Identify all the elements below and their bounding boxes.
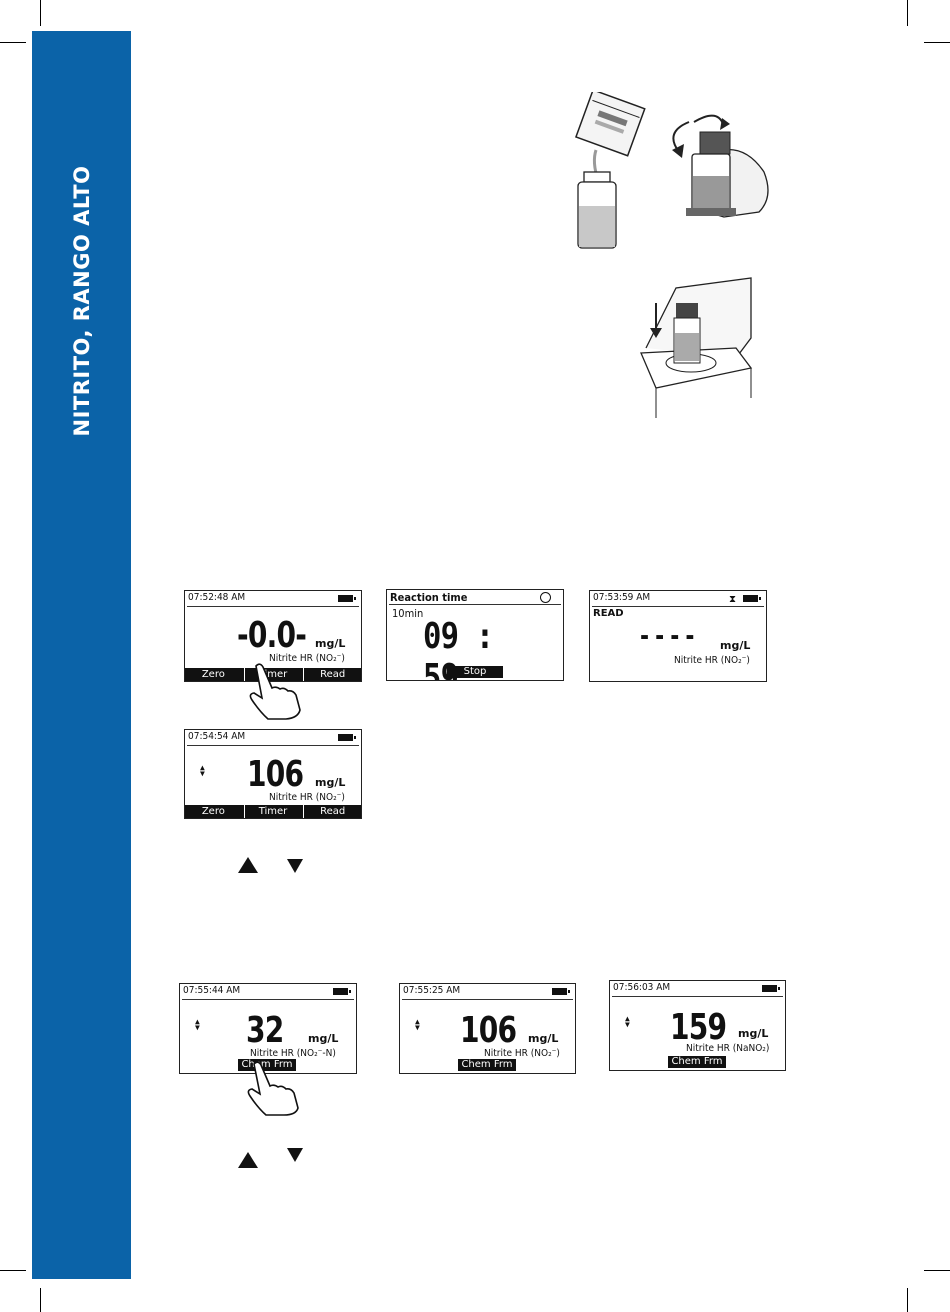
zero-key[interactable]: Zero: [185, 805, 242, 818]
battery-icon: [333, 988, 351, 995]
reading-value: - - - -: [640, 619, 694, 652]
battery-icon: [338, 734, 356, 741]
crop-mark: [907, 0, 908, 26]
reading-unit: mg/L: [738, 1027, 769, 1040]
timer-key[interactable]: Timer: [243, 805, 302, 818]
reading-unit: mg/L: [528, 1032, 559, 1045]
meter-screen-reading: 07:53:59 AM ⧗ READ - - - - mg/L Nitrite …: [589, 590, 767, 682]
reading-value: 106: [247, 754, 304, 795]
side-tab: NITRITO, RANGO ALTO: [32, 31, 131, 1279]
crop-mark: [907, 1288, 908, 1312]
reading-unit: mg/L: [720, 639, 751, 652]
side-tab-title: NITRITO, RANGO ALTO: [69, 165, 94, 437]
down-arrow-icon: [287, 1148, 303, 1162]
parameter-label: Nitrite HR (NO₂⁻): [674, 655, 750, 666]
read-key[interactable]: Read: [303, 805, 361, 818]
reading-unit: mg/L: [308, 1032, 339, 1045]
battery-icon: [743, 595, 761, 602]
parameter-label: Nitrite HR (NO₂⁻): [269, 653, 345, 664]
crop-mark: [924, 1270, 950, 1271]
chem-frm-key[interactable]: Chem Frm: [668, 1056, 726, 1068]
parameter-label: Nitrite HR (NaNO₂): [686, 1043, 770, 1054]
up-down-indicator-icon: ▲▼: [195, 1017, 200, 1032]
reaction-duration: 10min: [392, 607, 424, 620]
clock: 07:53:59 AM: [593, 592, 651, 603]
reagent-packet-illustration: [574, 92, 646, 249]
shaking-vial-illustration: [672, 114, 769, 218]
meter-screen-sodium-nitrite: 07:56:03 AM ▲▼ 159 mg/L Nitrite HR (NaNO…: [609, 980, 786, 1071]
up-down-indicator-icon: ▲▼: [415, 1017, 420, 1032]
reading-unit: mg/L: [315, 776, 346, 789]
battery-icon: [338, 595, 356, 602]
crop-mark: [0, 1270, 26, 1271]
meter-screen-result: 07:54:54 AM ▲▼ 106 mg/L Nitrite HR (NO₂⁻…: [184, 729, 362, 819]
down-arrow-icon: [287, 859, 303, 873]
meter-screen-nitrite-n: 07:55:44 AM ▲▼ 32 mg/L Nitrite HR (NO₂⁻-…: [179, 983, 357, 1074]
crop-mark: [924, 42, 950, 43]
pointing-hand-icon: [249, 663, 301, 720]
up-down-indicator-icon: ▲▼: [200, 763, 205, 778]
chem-frm-key[interactable]: Chem Frm: [238, 1059, 296, 1071]
read-key[interactable]: Read: [303, 668, 361, 681]
clock: 07:55:25 AM: [403, 985, 461, 996]
reading-value: 32: [246, 1010, 284, 1051]
up-down-indicator-icon: ▲▼: [625, 1014, 630, 1029]
reading-value: 106: [460, 1010, 517, 1051]
clock: 07:55:44 AM: [183, 985, 241, 996]
up-arrow-icon: [238, 1152, 258, 1168]
parameter-label: Nitrite HR (NO₂⁻): [484, 1048, 560, 1059]
crop-mark: [40, 0, 41, 26]
screen-title: Reaction time: [390, 591, 468, 604]
meter-screen-nitrite: 07:55:25 AM ▲▼ 106 mg/L Nitrite HR (NO₂⁻…: [399, 983, 576, 1074]
timer-icon: [540, 592, 551, 603]
insert-vial-illustration: [640, 277, 753, 418]
hourglass-icon: ⧗: [728, 594, 736, 605]
parameter-label: Nitrite HR (NO₂⁻): [269, 792, 345, 803]
battery-icon: [762, 985, 780, 992]
mode-label: READ: [593, 608, 624, 619]
battery-icon: [552, 988, 570, 995]
meter-screen-reaction-time: Reaction time 10min 09 : 59 Stop: [386, 589, 564, 681]
reading-value: -0.0-: [237, 615, 307, 656]
meter-screen-zero: 07:52:48 AM -0.0- mg/L Nitrite HR (NO₂⁻)…: [184, 590, 362, 682]
clock: 07:54:54 AM: [188, 731, 246, 742]
clock: 07:56:03 AM: [613, 982, 671, 993]
zero-key[interactable]: Zero: [185, 668, 242, 681]
crop-mark: [0, 42, 26, 43]
up-arrow-icon: [238, 857, 258, 873]
crop-mark: [40, 1288, 41, 1312]
reading-unit: mg/L: [315, 637, 346, 650]
parameter-label: Nitrite HR (NO₂⁻-N): [250, 1048, 336, 1059]
clock: 07:52:48 AM: [188, 592, 246, 603]
pointing-hand-icon: [247, 1061, 299, 1116]
chem-frm-key[interactable]: Chem Frm: [458, 1059, 516, 1071]
stop-key[interactable]: Stop: [447, 666, 503, 678]
reading-value: 159: [670, 1007, 727, 1048]
